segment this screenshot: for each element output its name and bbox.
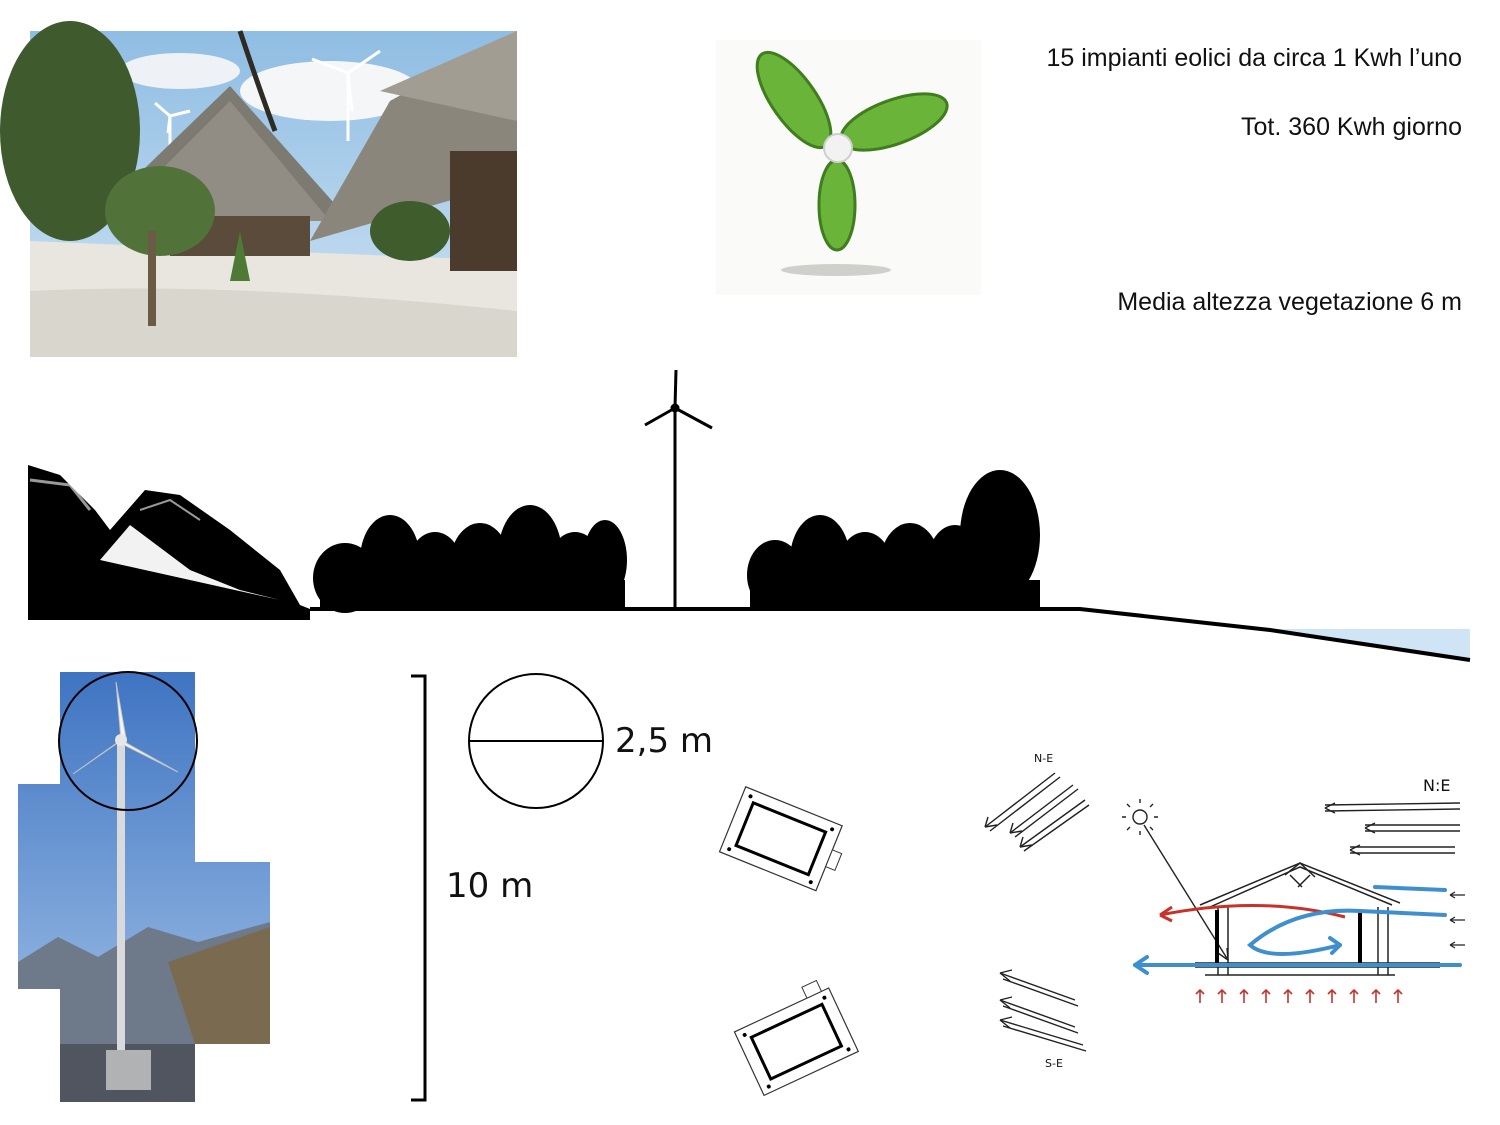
rotor-diameter-label: 2,5 m — [615, 721, 713, 761]
resort-photo — [0, 21, 517, 357]
vegetation-height-text: Media altezza vegetazione 6 m — [1117, 288, 1462, 316]
wind-arrows-ne — [984, 772, 1090, 852]
wind-label-se: S-E — [1045, 1057, 1063, 1070]
tower-height-label: 10 m — [446, 866, 534, 906]
ventilation-sketch — [1122, 799, 1465, 1003]
wind-label-ne-sketch: N:E — [1423, 776, 1451, 795]
building-plan-upper — [718, 786, 843, 892]
rotor-diameter-diagram — [468, 673, 604, 809]
sun-icon — [1122, 799, 1229, 961]
wind-arrows-se — [999, 969, 1087, 1052]
turbine-logo-icon — [716, 40, 981, 295]
building-plan-lower — [733, 979, 860, 1097]
height-dimension-bracket — [411, 674, 427, 1102]
site-section-silhouette — [28, 369, 1471, 662]
turbines-count-text: 15 impianti eolici da circa 1 Kwh l’uno — [1046, 44, 1463, 72]
wind-label-ne: N-E — [1034, 752, 1054, 765]
turbine-photo — [18, 671, 270, 1102]
total-energy-text: Tot. 360 Kwh giorno — [1241, 113, 1462, 141]
rotor-circle — [58, 671, 198, 811]
